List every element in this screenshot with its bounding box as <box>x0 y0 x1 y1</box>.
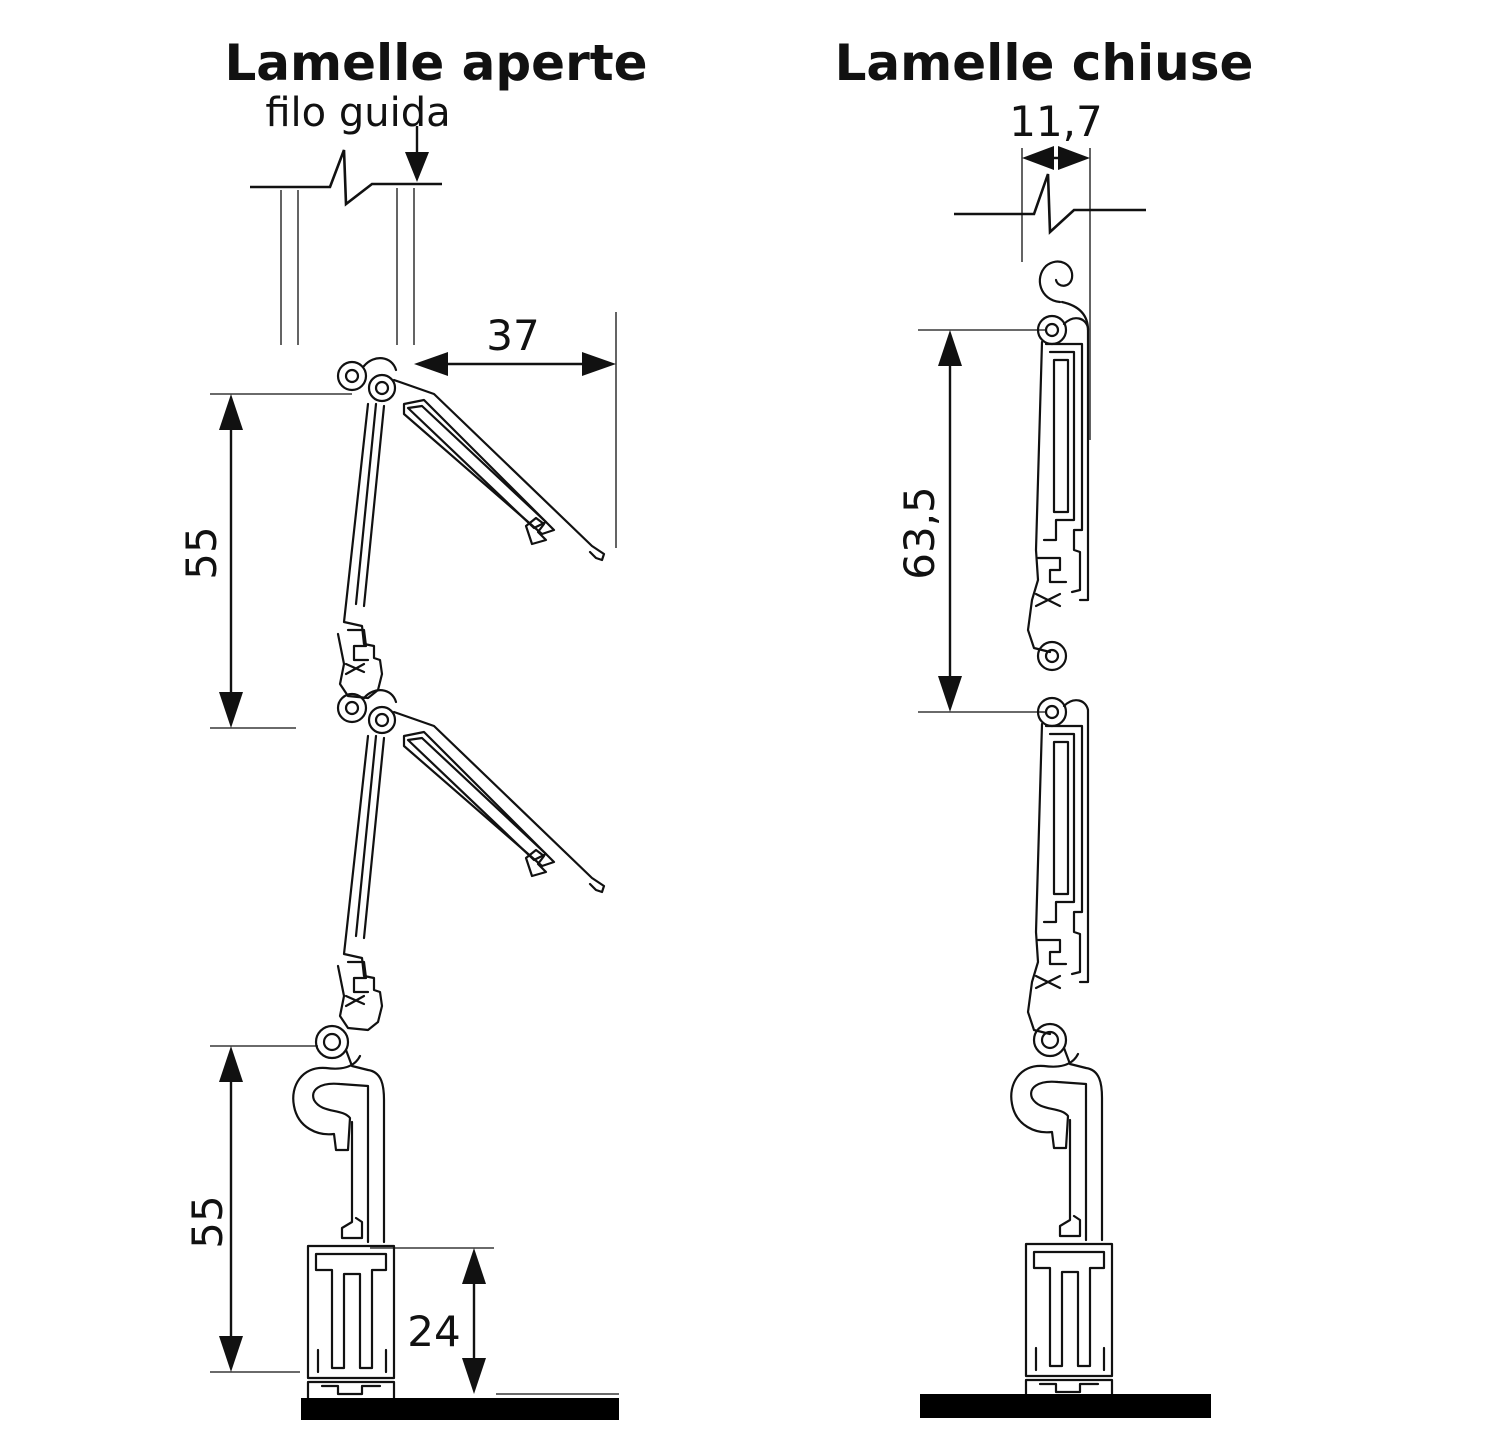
dim-55-lower-label: 55 <box>183 1195 232 1248</box>
dim-55-upper-label: 55 <box>177 526 226 579</box>
dim-55-upper-arrow-bottom <box>219 692 243 728</box>
closed-hinge-mid-inner <box>1044 648 1060 664</box>
closed-slats-drawing: 11,7 63,5 <box>895 97 1211 1418</box>
dim-63-5-arrow-bottom <box>938 676 962 712</box>
dim-37-label: 37 <box>486 311 539 360</box>
closed-top-hook <box>1038 260 1074 304</box>
dim-63-5-arrow-top <box>938 330 962 366</box>
dim-11-7-arrow-left <box>1022 146 1054 170</box>
closed-slat-lower <box>1026 696 1090 1036</box>
dim-11-7-arrow-right <box>1058 146 1090 170</box>
title-closed-slats: Lamelle chiuse <box>835 34 1254 92</box>
title-open-slats: Lamelle aperte <box>224 34 647 92</box>
floor-right <box>920 1394 1211 1418</box>
dim-63-5-label: 63,5 <box>895 486 944 580</box>
open-bottom-bar <box>292 1024 396 1404</box>
guide-label: filo guida <box>265 90 450 136</box>
dim-55-lower-arrow-top <box>219 1046 243 1082</box>
dim-37-arrow-right <box>582 352 616 376</box>
guide-arrow-head <box>405 152 429 182</box>
closed-slat-upper <box>1026 314 1090 654</box>
dim-37-arrow-left <box>414 352 448 376</box>
closed-bottom-bar <box>1010 1022 1114 1402</box>
closed-hinge-mid <box>1036 640 1068 672</box>
dim-24-arrow-top <box>462 1248 486 1284</box>
closed-guide-break-line <box>954 173 1146 235</box>
open-slat-upper <box>336 357 606 700</box>
dim-55-upper-arrow-top <box>219 394 243 430</box>
open-slats-drawing: filo guida 37 55 55 <box>177 90 619 1420</box>
dim-11-7-label: 11,7 <box>1009 97 1103 146</box>
dim-55-lower-arrow-bottom <box>219 1336 243 1372</box>
floor-left <box>301 1398 619 1420</box>
dim-24-label: 24 <box>407 1307 460 1356</box>
open-slat-lower <box>336 689 606 1032</box>
guide-break-line <box>250 149 442 207</box>
dim-24-arrow-bottom <box>462 1358 486 1394</box>
